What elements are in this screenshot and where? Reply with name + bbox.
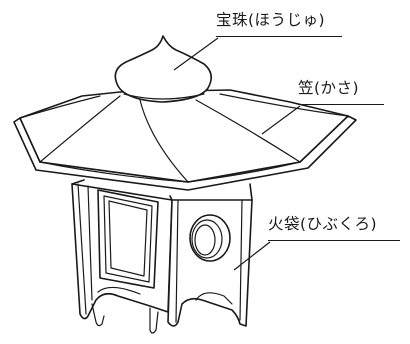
leader-lines: [173, 37, 301, 271]
roof-drawing: [13, 89, 357, 191]
label-hibukuro: 火袋(ひぶくろ): [268, 215, 378, 233]
underline-kasa: [298, 104, 384, 105]
label-kasa: 笠(かさ): [298, 79, 360, 97]
jewel-drawing: [114, 35, 212, 103]
fire-box-drawing: [71, 179, 253, 334]
label-hoju: 宝珠(ほうじゅ): [216, 11, 326, 29]
underline-hibukuro: [268, 240, 400, 241]
underline-hoju: [216, 36, 342, 37]
